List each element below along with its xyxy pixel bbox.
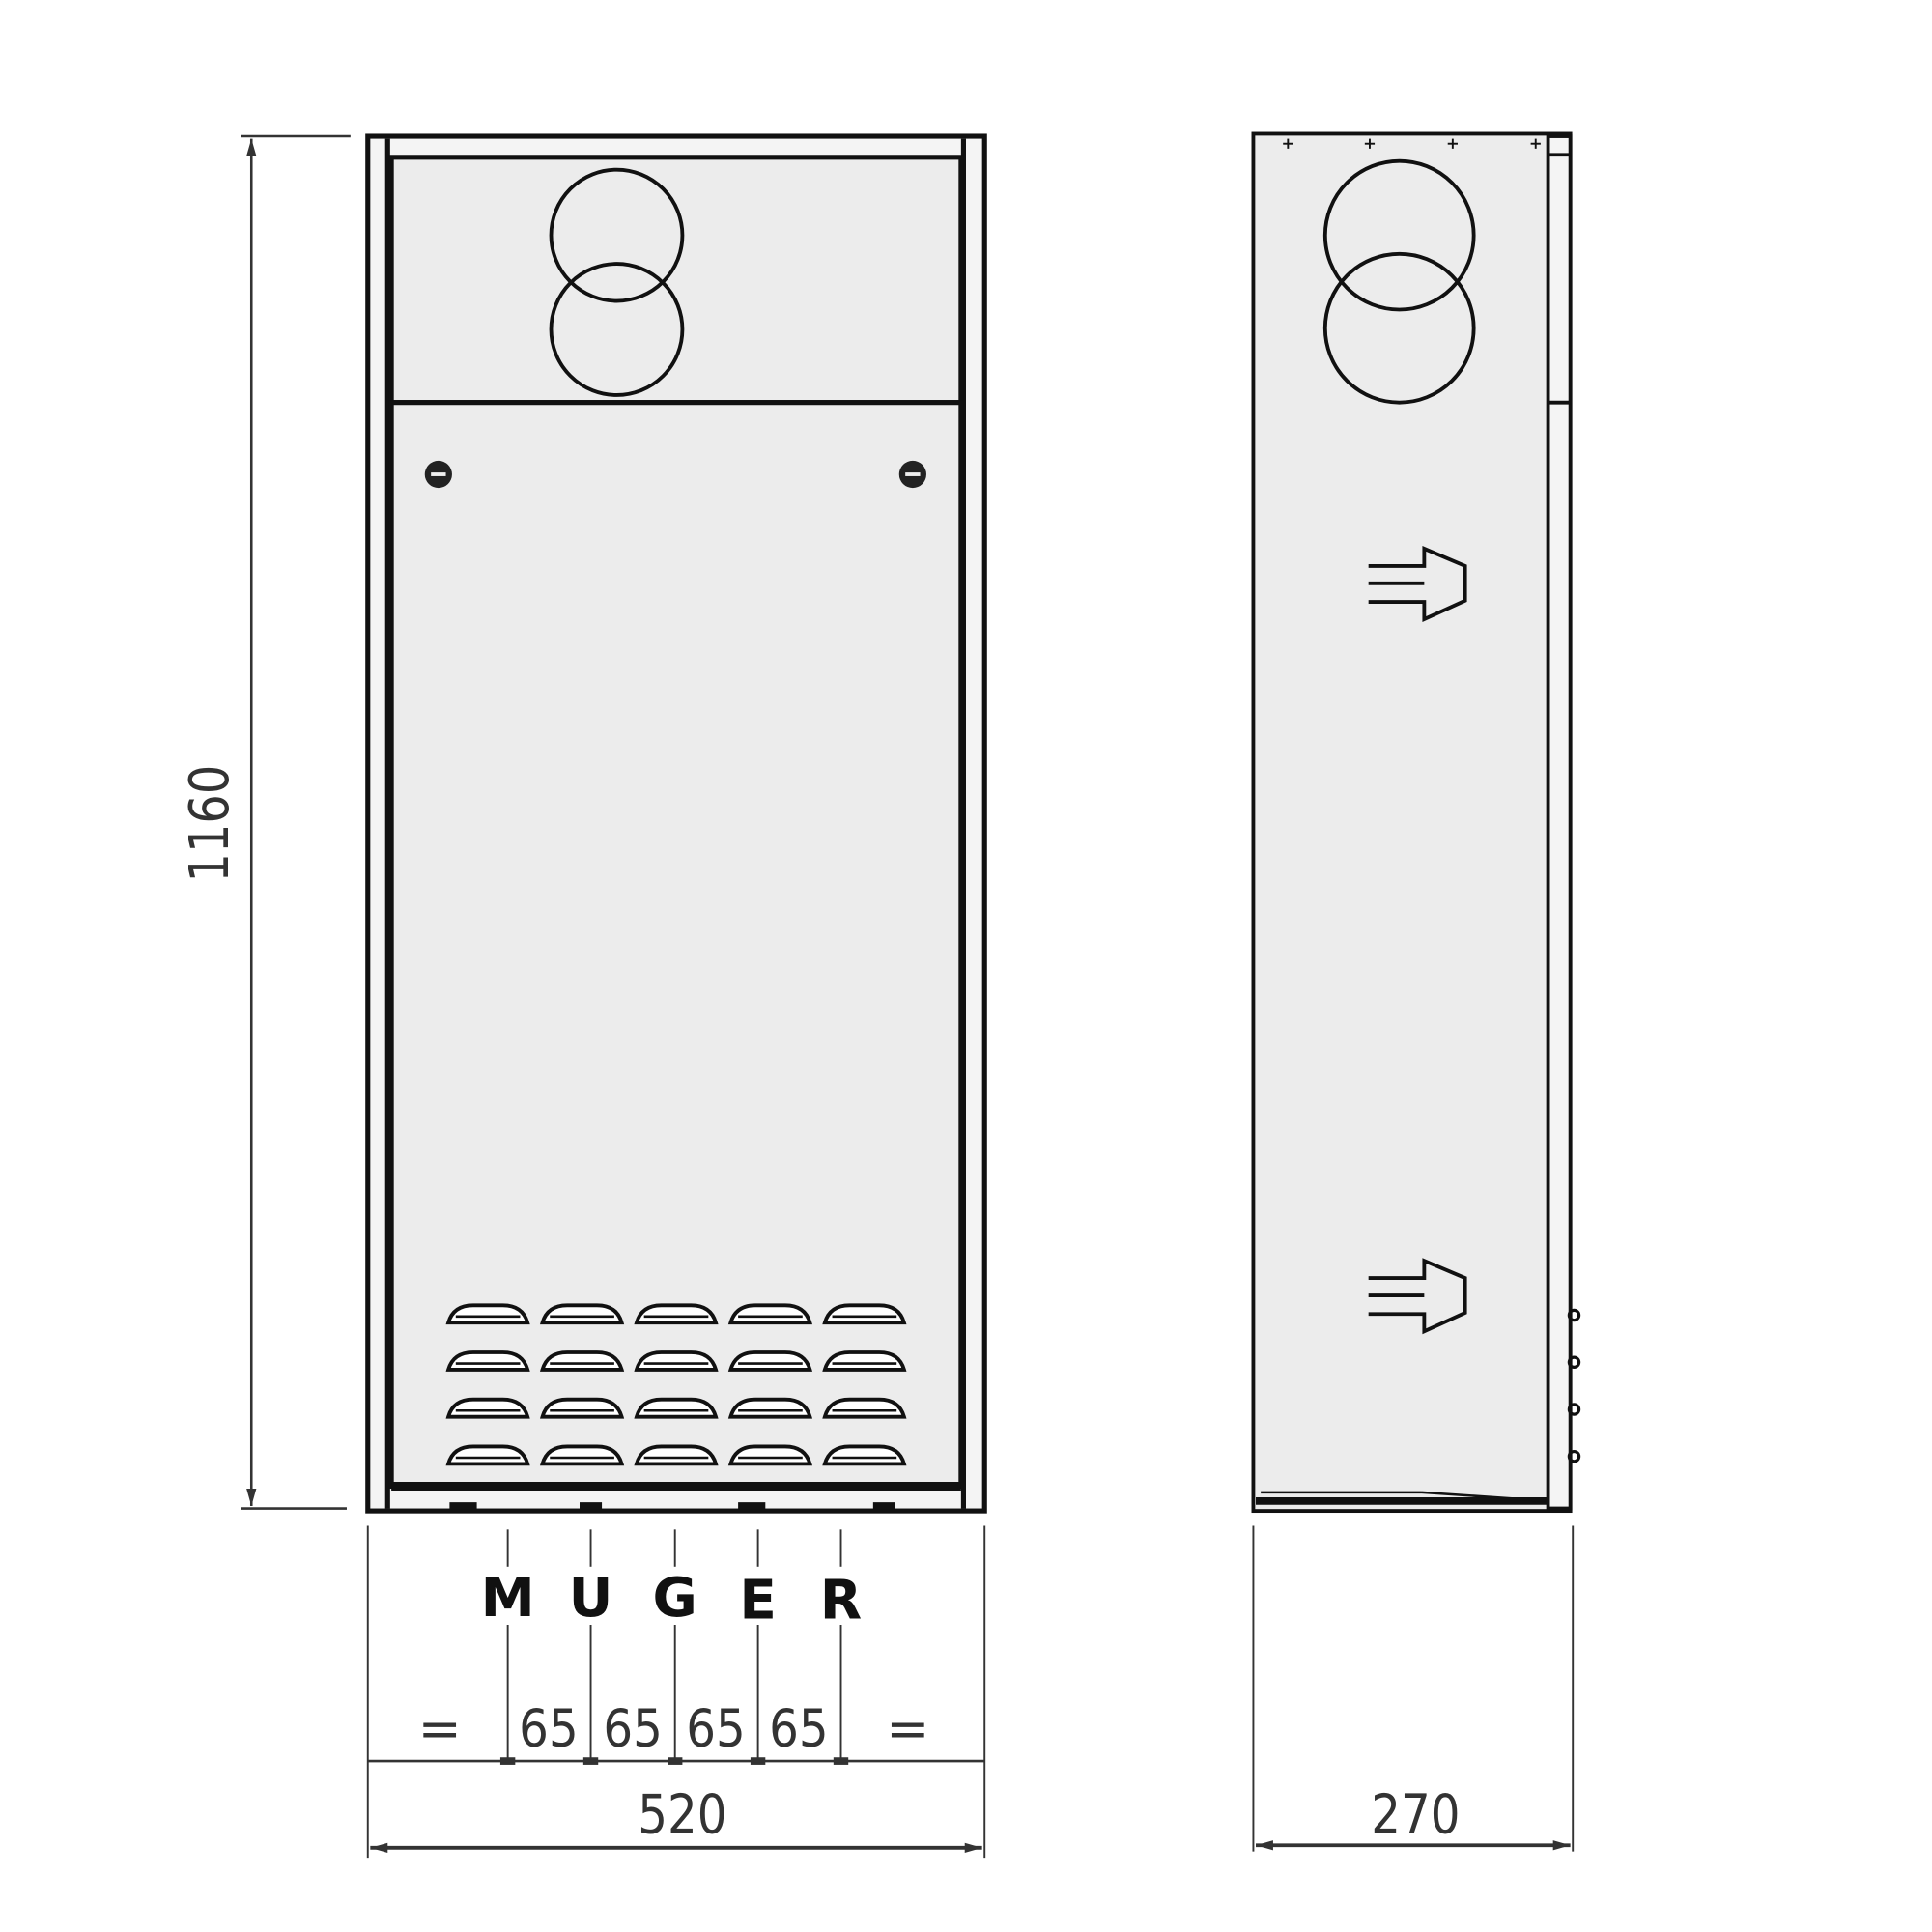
flue-outlet-circle <box>1322 158 1476 312</box>
connection-label-e: E <box>739 1570 777 1633</box>
louver-slot <box>727 1303 813 1325</box>
connection-label-u: U <box>569 1567 613 1630</box>
louver-slot <box>445 1303 530 1325</box>
louver-slot <box>634 1350 719 1372</box>
louver-slot <box>727 1397 813 1419</box>
airflow-arrow-icon <box>1368 1258 1467 1335</box>
bottom-connectors <box>449 1502 895 1510</box>
louver-slot <box>822 1303 907 1325</box>
depth-dimension-label: 270 <box>1371 1783 1460 1846</box>
louver-slot <box>727 1350 813 1372</box>
louver-slot <box>822 1397 907 1419</box>
louver-slot <box>634 1397 719 1419</box>
louver-slot <box>634 1444 719 1466</box>
louver-slot <box>727 1444 813 1466</box>
screw-icon <box>898 460 926 489</box>
top-panel <box>388 155 964 406</box>
spacing-label: 65 <box>603 1698 663 1759</box>
connection-label-r: R <box>820 1570 862 1633</box>
louver-slot <box>539 1444 625 1466</box>
connection-label-g: G <box>653 1567 697 1630</box>
spacing-label-equal: = <box>886 1698 929 1759</box>
flue-outlet-circle <box>549 167 685 303</box>
ventilation-louvers <box>445 1303 907 1466</box>
louver-slot <box>539 1350 625 1372</box>
spacing-label: 65 <box>519 1698 579 1759</box>
front-view <box>365 133 987 1514</box>
spacing-label-equal: = <box>418 1698 462 1759</box>
side-view <box>1251 131 1581 1514</box>
louver-slot <box>822 1444 907 1466</box>
louver-slot <box>539 1397 625 1419</box>
side-connectors <box>1567 1308 1581 1463</box>
spacing-label: 65 <box>686 1698 746 1759</box>
louver-slot <box>539 1303 625 1325</box>
louver-slot <box>445 1397 530 1419</box>
air-inlet-circle <box>549 262 685 397</box>
connection-label-m: M <box>481 1567 535 1630</box>
louver-slot <box>634 1303 719 1325</box>
louver-slot <box>445 1350 530 1372</box>
dimension-lines <box>242 134 1575 1859</box>
louver-slot <box>445 1444 530 1466</box>
screw-icon <box>424 460 452 489</box>
side-casing <box>1251 131 1573 1514</box>
height-dimension-label: 1160 <box>179 765 242 883</box>
width-dimension-label: 520 <box>638 1783 726 1846</box>
air-inlet-circle <box>1322 251 1476 405</box>
louver-slot <box>822 1350 907 1372</box>
airflow-arrow-icon <box>1368 546 1467 623</box>
spacing-label: 65 <box>769 1698 829 1759</box>
